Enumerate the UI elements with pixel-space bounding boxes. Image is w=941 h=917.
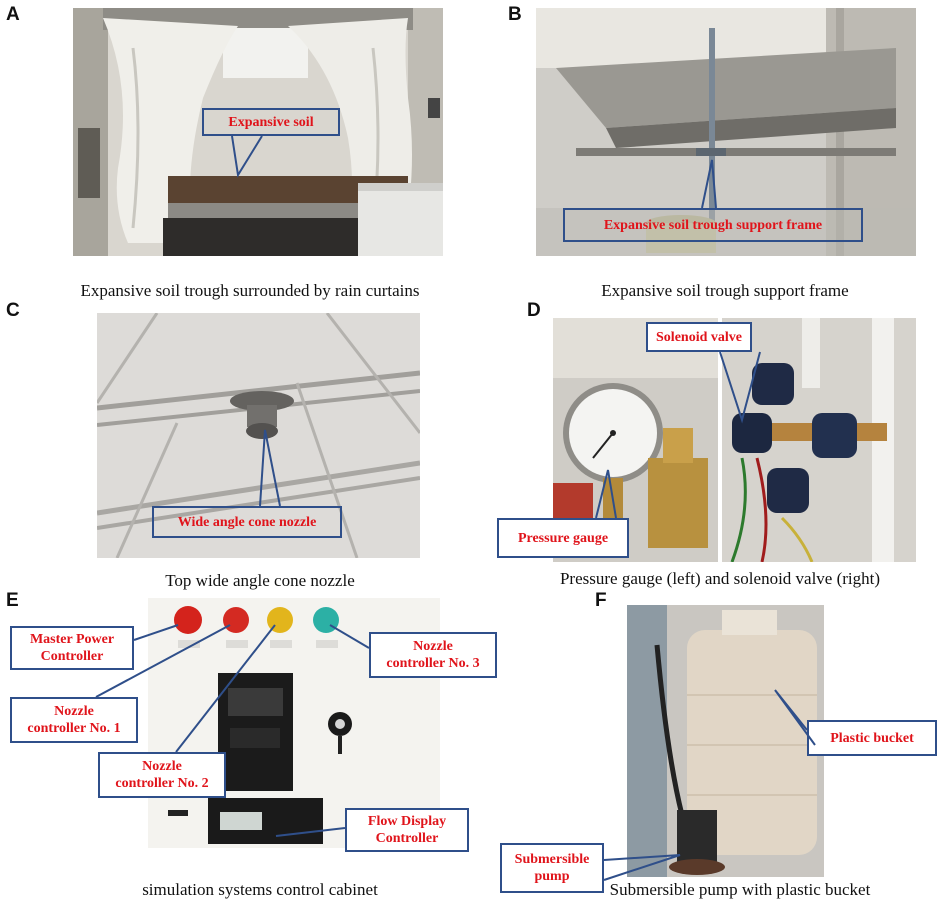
panel-letter-e: E bbox=[6, 590, 19, 611]
panel-letter-d: D bbox=[527, 300, 541, 321]
photo-d-left-image bbox=[553, 318, 718, 562]
caption-e: simulation systems control cabinet bbox=[142, 880, 378, 899]
photo-f-image bbox=[627, 605, 824, 877]
nozzle-3-line-2: controller No. 3 bbox=[386, 656, 480, 671]
nozzle-1-line-2: controller No. 1 bbox=[27, 721, 121, 736]
label-nozzle-controller-2: Nozzle controller No. 2 bbox=[98, 752, 226, 798]
panel-letter-f: F bbox=[595, 590, 607, 611]
label-solenoid-valve: Solenoid valve bbox=[646, 322, 752, 352]
nozzle-3-line-1: Nozzle bbox=[413, 639, 453, 654]
label-support-frame: Expansive soil trough support frame bbox=[563, 208, 863, 242]
photo-f-pump-bucket bbox=[627, 605, 824, 877]
panel-letter-a: A bbox=[6, 4, 20, 25]
photo-d-right-image bbox=[722, 318, 916, 562]
photo-c-cone-nozzle bbox=[97, 313, 420, 558]
master-power-line-2: Controller bbox=[40, 649, 104, 664]
label-master-power-controller: Master Power Controller bbox=[10, 626, 134, 670]
photo-c-image bbox=[97, 313, 420, 558]
photo-b-support-frame bbox=[536, 8, 916, 256]
flow-display-line-1: Flow Display bbox=[367, 814, 447, 829]
pump-line-2: pump bbox=[534, 869, 570, 884]
pump-line-1: Submersible bbox=[514, 852, 590, 867]
photo-a-rain-curtain-trough bbox=[73, 8, 443, 256]
photo-d-pressure-gauge bbox=[553, 318, 718, 562]
caption-c: Top wide angle cone nozzle bbox=[165, 571, 355, 590]
nozzle-2-line-2: controller No. 2 bbox=[115, 776, 209, 791]
flow-display-line-2: Controller bbox=[375, 831, 439, 846]
nozzle-1-line-1: Nozzle bbox=[54, 704, 94, 719]
photo-b-image bbox=[536, 8, 916, 256]
label-plastic-bucket: Plastic bucket bbox=[807, 720, 937, 756]
caption-b: Expansive soil trough support frame bbox=[601, 281, 849, 300]
label-cone-nozzle: Wide angle cone nozzle bbox=[152, 506, 342, 538]
label-nozzle-controller-1: Nozzle controller No. 1 bbox=[10, 697, 138, 743]
label-nozzle-controller-3: Nozzle controller No. 3 bbox=[369, 632, 497, 678]
panel-letter-b: B bbox=[508, 4, 522, 25]
label-submersible-pump: Submersible pump bbox=[500, 843, 604, 893]
photo-d-solenoid-valves bbox=[722, 318, 916, 562]
label-flow-display-controller: Flow Display Controller bbox=[345, 808, 469, 852]
panel-letter-c: C bbox=[6, 300, 20, 321]
caption-d: Pressure gauge (left) and solenoid valve… bbox=[559, 569, 881, 588]
caption-f: Submersible pump with plastic bucket bbox=[609, 880, 871, 899]
nozzle-2-line-1: Nozzle bbox=[142, 759, 182, 774]
master-power-line-1: Master Power bbox=[29, 632, 115, 647]
label-expansive-soil: Expansive soil bbox=[202, 108, 340, 136]
photo-a-image bbox=[73, 8, 443, 256]
caption-a: Expansive soil trough surrounded by rain… bbox=[80, 281, 420, 300]
label-pressure-gauge: Pressure gauge bbox=[497, 518, 629, 558]
